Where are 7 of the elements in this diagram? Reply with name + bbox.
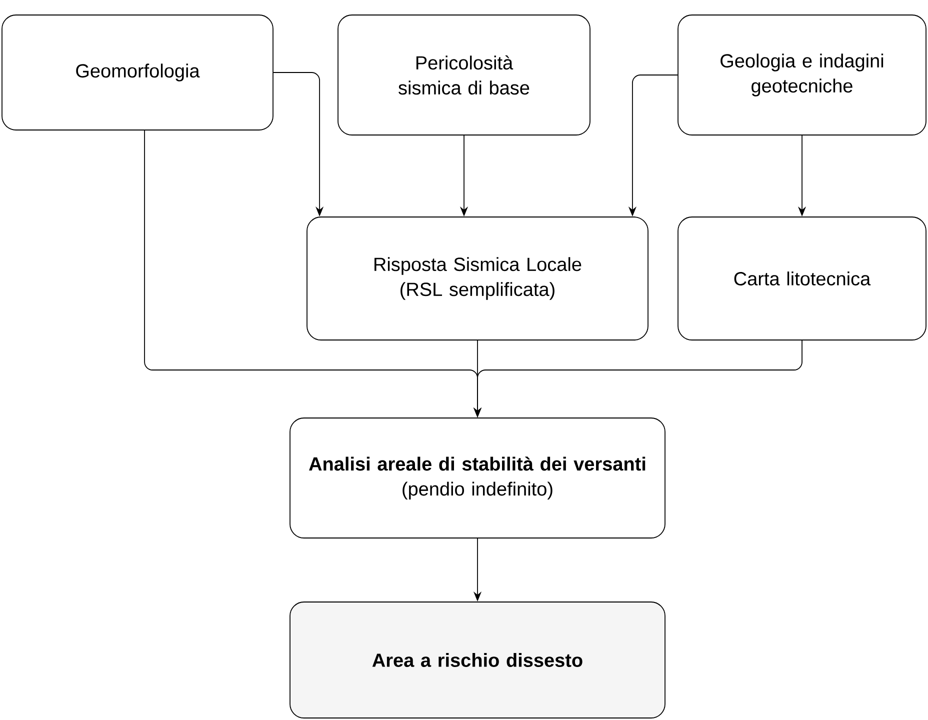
result-box: Area a rischio dissesto xyxy=(290,602,666,718)
process-box: Geologia e indagini geotecniche xyxy=(678,14,926,136)
process-box: Geomorfologia xyxy=(2,14,274,130)
process-box: Risposta Sismica Locale (RSL semplificata) xyxy=(306,216,648,340)
process-box: Carta litotecnica xyxy=(678,216,926,340)
analysis-box: Analisi areale di stabilità dei versanti (pendio indefinito) xyxy=(290,418,666,538)
process-box: Pericolosità sismica di base xyxy=(338,14,590,136)
